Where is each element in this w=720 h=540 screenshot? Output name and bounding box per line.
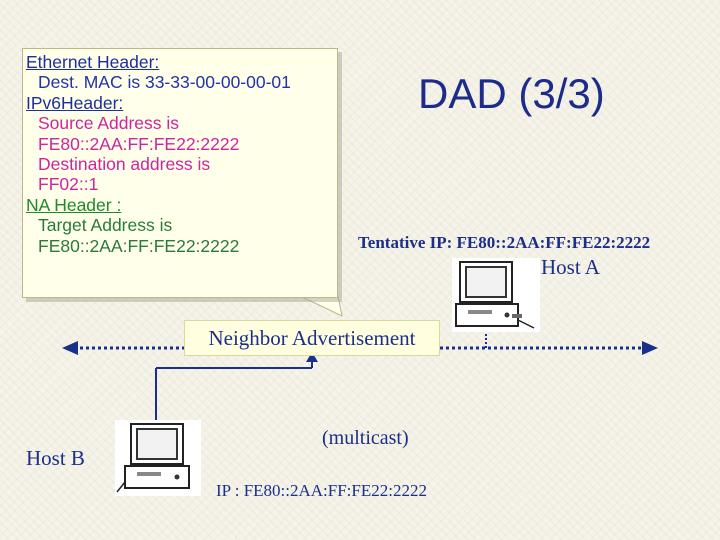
multicast-label: (multicast) <box>322 427 409 449</box>
page-title: DAD (3/3) <box>418 70 605 117</box>
host-b-label: Host B <box>26 446 85 470</box>
host-b-ip-label: IP : FE80::2AA:FF:FE22:2222 <box>216 481 427 500</box>
callout-line: FE80::2AA:FF:FE22:2222 <box>38 133 240 154</box>
host-a-computer-icon <box>452 258 540 332</box>
packet-callout-text: Ethernet Header:Dest. MAC is 33-33-00-00… <box>26 52 346 256</box>
callout-line: FF02::1 <box>38 174 99 195</box>
callout-line: Target Address is <box>38 215 173 236</box>
multicast-arrow-head <box>306 352 318 362</box>
callout-line: Ethernet Header: <box>26 52 160 72</box>
host-a-label: Host A <box>541 255 600 279</box>
callout-line: NA Header : <box>26 194 122 215</box>
tentative-ip-label: Tentative IP: FE80::2AA:FF:FE22:2222 <box>358 233 651 252</box>
callout-line: FE80::2AA:FF:FE22:2222 <box>38 235 240 256</box>
callout-line: Source Address is <box>38 113 180 134</box>
bus-arrow-left <box>62 341 78 355</box>
host-b-computer-icon <box>115 420 201 496</box>
packet-callout <box>22 48 338 298</box>
neighbor-advertisement-label: Neighbor Advertisement <box>184 320 440 356</box>
callout-line: Destination address is <box>38 154 211 175</box>
callout-line: IPv6Header: <box>26 92 124 113</box>
callout-line: Dest. MAC is 33-33-00-00-00-01 <box>38 72 291 93</box>
callout-pointer <box>299 295 343 317</box>
bus-arrow-right <box>642 341 658 355</box>
